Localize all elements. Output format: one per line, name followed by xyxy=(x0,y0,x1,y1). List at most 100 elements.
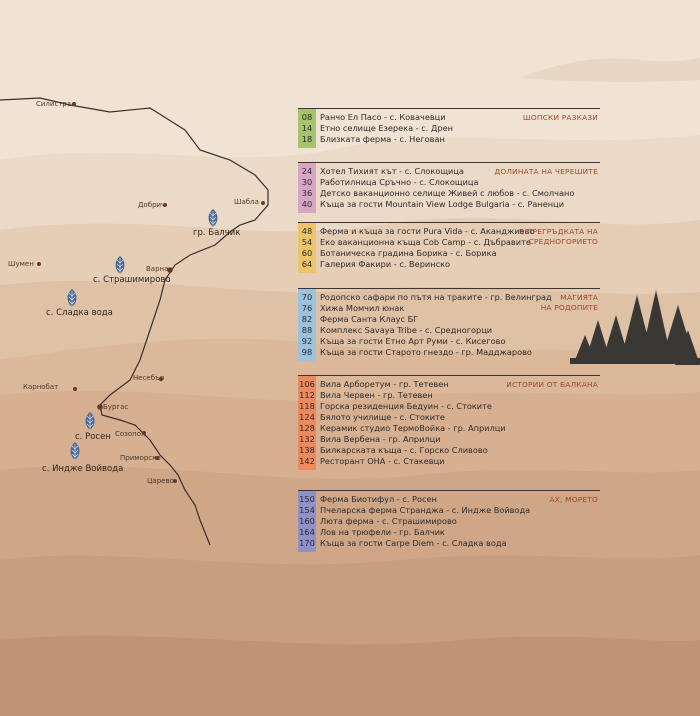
toc-entry-title: Близката ферма - с. Негован xyxy=(320,134,445,144)
city-dot-burgas xyxy=(97,404,103,410)
toc-page-number: 36 xyxy=(301,188,313,198)
toc-entry-title: Вила Вербена - гр. Априлци xyxy=(320,434,441,444)
city-label-karnobat: Карнобат xyxy=(23,383,59,391)
city-dot-nesebar xyxy=(159,377,163,381)
place-label-strashimirovo: с. Страшимирово xyxy=(93,275,171,285)
city-label-shumen: Шумен xyxy=(8,260,34,268)
toc-page-number: 112 xyxy=(299,390,315,400)
toc-entry-title: Вила Арборетум - гр. Тетевен xyxy=(320,379,449,389)
toc-entry-title: Билкарската къща - с. Горско Сливово xyxy=(320,445,488,455)
toc-entry[interactable]: 36 Детско ваканционно селище Живей с любо… xyxy=(298,188,598,199)
place-label-balchik: гр. Балчик xyxy=(193,228,241,238)
toc-page-number: 124 xyxy=(299,412,315,422)
toc-entry-title: Бялото училище - с. Стоките xyxy=(320,412,445,422)
toc-entry[interactable]: 76 Хижа Момчил юнак xyxy=(298,303,598,314)
toc-section-color-band xyxy=(298,223,316,273)
toc-page-number: 76 xyxy=(301,303,313,313)
toc-region-title: ШОПСКИ РАЗКАЗИ xyxy=(522,113,598,122)
toc-page-number: 142 xyxy=(299,456,315,466)
leaf-icon-rosen xyxy=(85,412,95,430)
toc-section-color-band xyxy=(298,109,316,148)
toc-entry-title: Лов на трюфели - гр. Балчик xyxy=(320,527,445,537)
toc-section-color-band xyxy=(298,163,316,213)
toc-region-title: В ПРЕГРЪДКАТА НА СРЕДНОГОРИЕТО xyxy=(518,227,598,246)
toc-page-number: 118 xyxy=(299,401,315,411)
toc-entry-title: Люта ферма - с. Страшимирово xyxy=(320,516,457,526)
city-label-nesebar: Несебър xyxy=(133,374,165,382)
city-label-primorsko: Приморско xyxy=(120,454,161,462)
toc-page-number: 164 xyxy=(299,527,315,537)
place-label-inzhe-voyvoda: с. Инджe Войвода xyxy=(42,464,124,474)
toc-entry-title: Еко ваканционна къща Cob Camp - с. Дъбра… xyxy=(320,237,531,247)
toc-section-color-band xyxy=(298,376,316,470)
toc-entry-title: Ферма Биотифул - с. Росен xyxy=(320,494,437,504)
toc-entry-title: Ботаническа градина Борика - с. Борика xyxy=(320,248,497,258)
city-dot-sozopol xyxy=(142,431,146,435)
toc-entry-title: Комплекс Savaya Tribe - с. Средногорци xyxy=(320,325,493,335)
leaf-icon-inzhe_voyvoda xyxy=(70,442,80,460)
toc-region-title: ИСТОРИИ ОТ БАЛКАНА xyxy=(506,380,598,389)
place-label-sladka-voda: с. Сладка вода xyxy=(46,308,113,318)
toc-entry-title: Пчеларска ферма Странджа - с. Инджe Войв… xyxy=(320,505,531,515)
toc-section-2: 48 Ферма и къща за гости Pura Vida - с. А… xyxy=(298,222,600,273)
city-label-silistra: Силистра xyxy=(36,100,72,108)
toc-entry[interactable]: 14 Етно селище Езерека - с. Дрен xyxy=(298,123,598,134)
toc-entry[interactable]: 124 Бялото училище - с. Стоките xyxy=(298,412,598,423)
toc-entry[interactable]: 154 Пчеларска ферма Странджа - с. Инджe В… xyxy=(298,505,598,516)
toc-page-number: 82 xyxy=(301,314,313,324)
toc-entry[interactable]: 48 Ферма и къща за гости Pura Vida - с. А… xyxy=(298,226,598,237)
city-dot-varna xyxy=(167,267,173,273)
toc-page-number: 14 xyxy=(301,123,313,133)
toc-entry-title: Ранчо Ел Пасо - с. Ковачевци xyxy=(320,112,446,122)
toc-entry-title: Етно селище Езерека - с. Дрен xyxy=(320,123,453,133)
city-label-shabla: Шабла xyxy=(234,198,259,206)
toc-entry[interactable]: 150 Ферма Биотифул - с. Росен xyxy=(298,494,598,505)
toc-entry-title: Къща за гости Старото гнездо - гр. Маддж… xyxy=(320,347,532,357)
toc-entry[interactable]: 164 Лов на трюфели - гр. Балчик xyxy=(298,527,598,538)
city-dot-silistra xyxy=(72,102,76,106)
toc-entry[interactable]: 88 Комплекс Savaya Tribe - с. Средногорци xyxy=(298,325,598,336)
toc-entry-title: Горска резиденция Бедуин - с. Стокитe xyxy=(320,401,492,411)
toc-section-5: 150 Ферма Биотифул - с. Росен 154 Пчеларска… xyxy=(298,490,600,552)
toc-entry-title: Ферма и къща за гости Pura Vida - с. Ака… xyxy=(320,226,535,236)
toc-entry[interactable]: 106 Вила Арборетум - гр. Тетевен xyxy=(298,379,598,390)
toc-page-number: 70 xyxy=(301,292,313,302)
city-label-dobrich: Добрич xyxy=(138,201,166,209)
city-dot-shabla xyxy=(261,201,265,205)
toc-page-number: 154 xyxy=(299,505,315,515)
toc-page-number: 150 xyxy=(299,494,315,504)
toc-entry-title: Хижа Момчил юнак xyxy=(320,303,405,313)
toc-entry-title: Къща за гости Carpe Diem - с. Сладка вод… xyxy=(320,538,507,548)
leaf-icon-balchik xyxy=(208,209,218,227)
toc-page-number: 106 xyxy=(299,379,315,389)
toc-page-number: 48 xyxy=(301,226,313,236)
toc-entry-title: Къща за гости Етно Арт Руми - с. Кисегов… xyxy=(320,336,506,346)
toc-entry[interactable]: 118 Горска резиденция Бедуин - с. Стокитe xyxy=(298,401,598,412)
toc-entry-title: Детско ваканционно селище Живей с любов … xyxy=(320,188,575,198)
toc-page-number: 128 xyxy=(299,423,315,433)
toc-page-number: 88 xyxy=(301,325,313,335)
